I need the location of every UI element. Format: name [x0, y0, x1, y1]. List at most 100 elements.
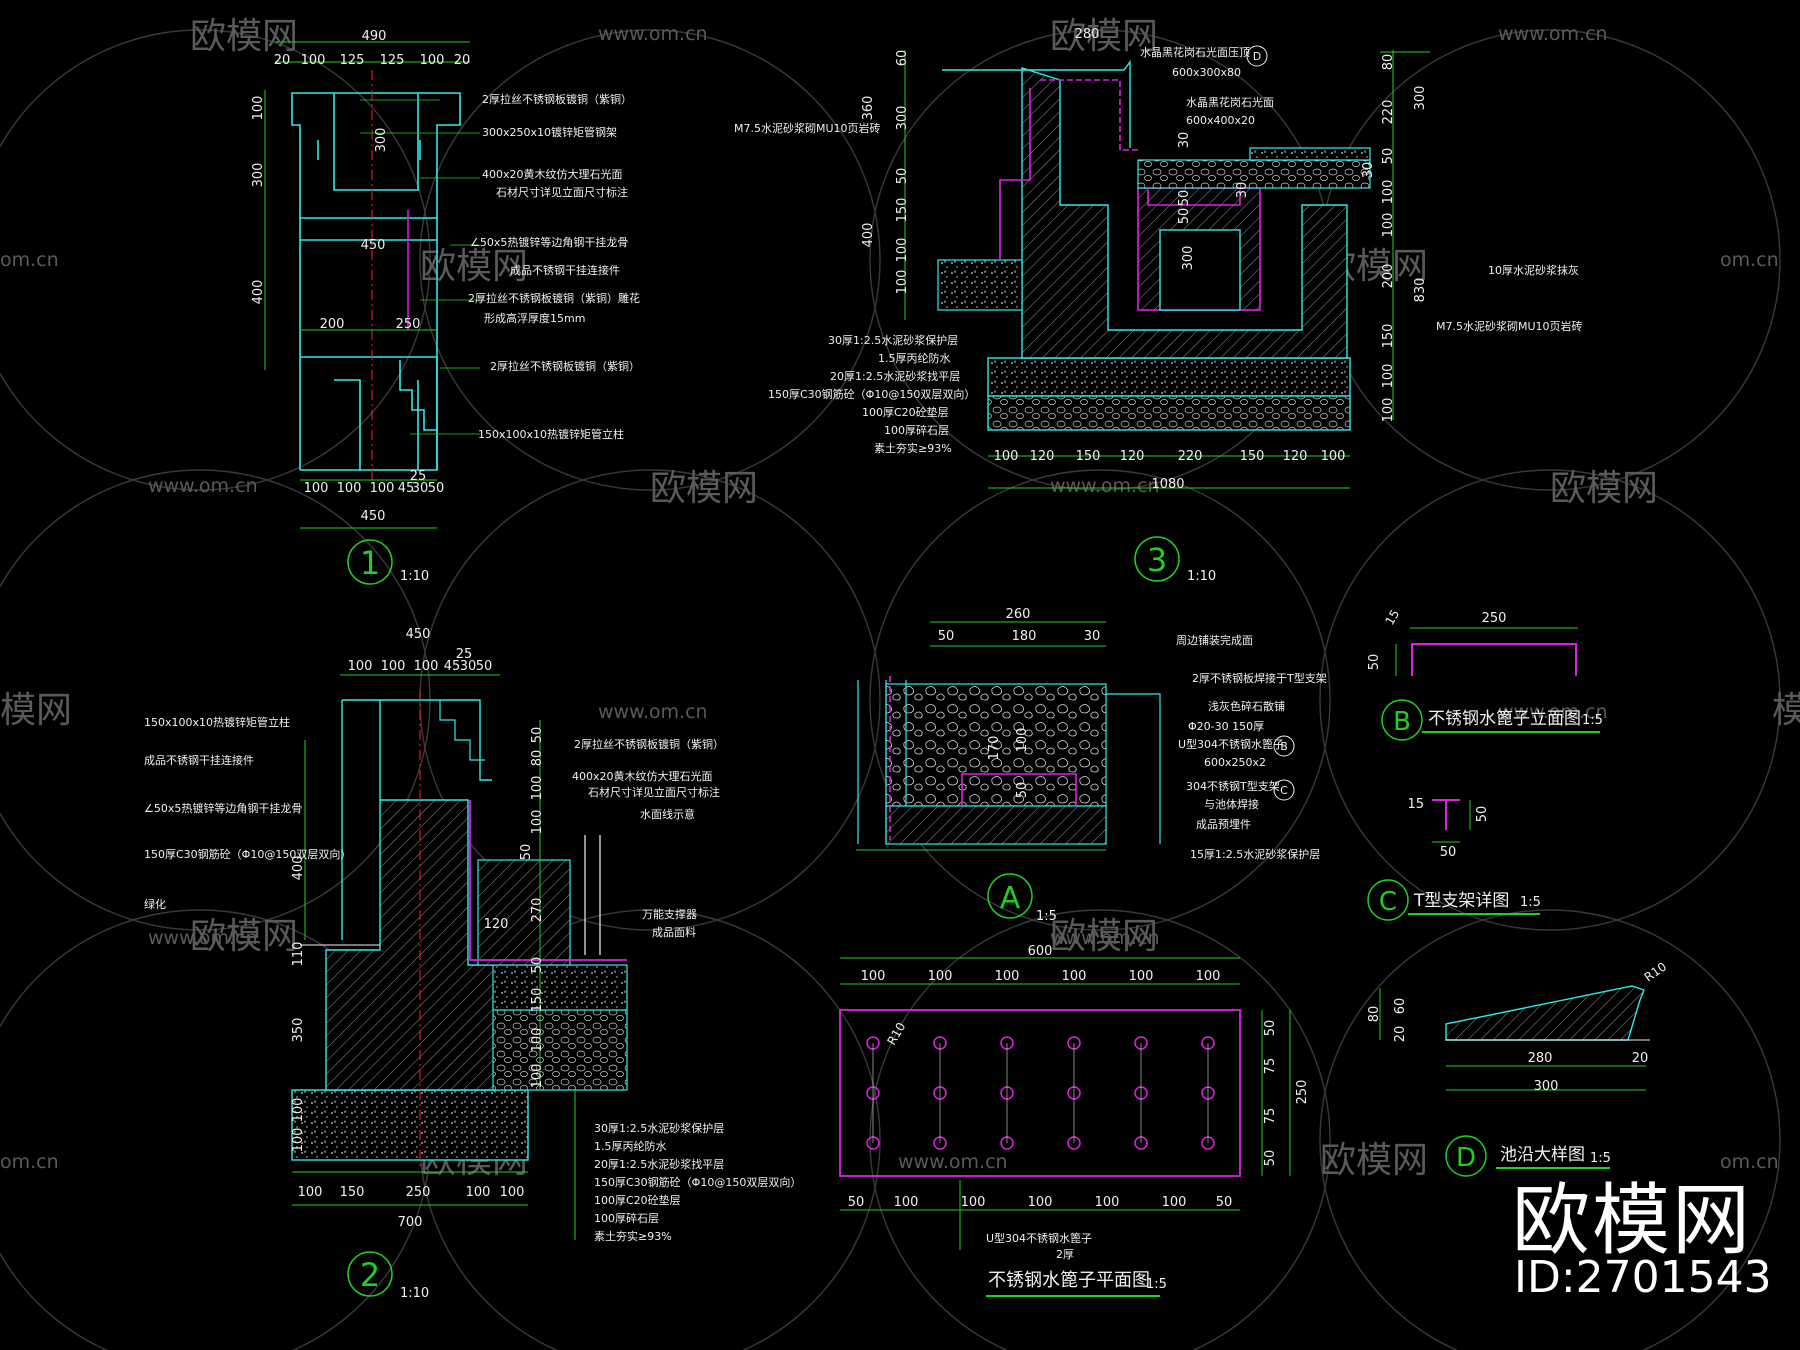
d1-note: 300x250x10镀锌矩管钢架 [482, 125, 617, 139]
d1-note: 150x100x10热镀锌矩管立柱 [478, 427, 624, 441]
plan-title: 不锈钢水篦子平面图 [988, 1270, 1150, 1291]
grate-holes [866, 1036, 1215, 1150]
d1-note: ∠50x5热镀锌等边角钢干挂龙骨 [470, 235, 628, 249]
d3-note: 20厚1:2.5水泥砂浆找平层 [830, 369, 960, 383]
watermark-text: 欧模网 [190, 16, 298, 57]
d1-dim: 100 [420, 53, 445, 68]
d1-dim: 125 [340, 53, 365, 68]
brand-id-text: ID:2701543 [1514, 1252, 1772, 1303]
dA-note: 304不锈钢T型支架 [1186, 779, 1280, 793]
d3-dim: 150 [1240, 449, 1265, 464]
plan-dim: 100 [928, 969, 953, 984]
d3-dim: 100 [895, 238, 910, 263]
d3-dim: 120 [1030, 449, 1055, 464]
d2-note: 100厚C20砼垫层 [594, 1193, 681, 1207]
plan-scale: 1:5 [1146, 1277, 1167, 1292]
dA-dim: 100 [1015, 728, 1030, 753]
watermark-circle [0, 29, 431, 491]
watermark-text: 欧模网 [1550, 468, 1658, 509]
detail-d-label: D [1456, 1143, 1476, 1173]
dA-note: 周边铺装完成面 [1176, 633, 1253, 647]
watermark-circle [869, 469, 1331, 931]
d2-dim: 50 [530, 727, 545, 744]
d3-dim: 50 [895, 168, 910, 185]
plan-dim: 100 [995, 969, 1020, 984]
d3-note: M7.5水泥砂浆砌MU10页岩砖 [1436, 319, 1583, 333]
detail-1-number: 1 [360, 544, 380, 582]
dA-note: Φ20-30 150厚 [1188, 720, 1264, 733]
watermark-circle [1319, 909, 1781, 1350]
watermark-circle [1319, 469, 1781, 931]
dC-dim: 15 [1407, 797, 1424, 812]
dB-dim: 250 [1482, 611, 1507, 626]
dA-dim: 30 [1084, 629, 1101, 644]
dD-dim: 20 [1393, 1026, 1408, 1043]
d2-note: 1.5厚丙纶防水 [594, 1139, 667, 1153]
d3-dim: 300 [895, 106, 910, 131]
d1-dim: 100 [301, 53, 326, 68]
d1-note: 石材尺寸详见立面尺寸标注 [496, 185, 628, 199]
d1-dim-total: 490 [362, 29, 387, 44]
d3-note: 150厚C30钢筋砼（Φ10@150双层双向） [768, 387, 975, 401]
dA-dim: 260 [1006, 607, 1031, 622]
d3-note: 1.5厚丙纶防水 [878, 351, 951, 365]
d3-note: 100厚C20砼垫层 [862, 405, 949, 419]
d2-dim: 700 [398, 1215, 423, 1230]
detail-b-label: B [1393, 707, 1411, 737]
brand-logo-text: 欧模网 [1512, 1176, 1753, 1266]
d3-dim: 100 [1381, 398, 1396, 423]
watermark-text: om.cn [1720, 249, 1779, 271]
detail-d-marker [1445, 1135, 1487, 1177]
d3-dim: 1080 [1151, 477, 1184, 492]
d3-dim: 60 [895, 50, 910, 67]
plan-hole-radius: R10 [884, 1020, 908, 1047]
watermark-text: www.om.cn [1050, 927, 1160, 949]
d2-note: 400x20黄木纹仿大理石光面 [572, 769, 713, 783]
d2-dim: 100 [348, 659, 373, 674]
d1-note: 2厚拉丝不锈钢板镀铜（紫铜） [490, 359, 640, 373]
d1-dim: 45 [398, 481, 415, 496]
detail-3-number: 3 [1147, 541, 1167, 579]
detail-c-scale: 1:5 [1520, 895, 1541, 910]
dD-dim: 60 [1393, 998, 1408, 1015]
d3-dim: 400 [861, 223, 876, 248]
d2-dim: 25 [456, 647, 473, 662]
watermark-text: om.cn [1720, 1151, 1779, 1173]
d1-note: 2厚拉丝不锈钢板镀铜（紫铜） [482, 92, 632, 106]
dA-note: 15厚1:2.5水泥砂浆保护层 [1190, 847, 1320, 861]
dA-note: U型304不锈钢水篦子 [1178, 737, 1284, 751]
dA-note: 2厚不锈钢板焊接于T型支架 [1192, 671, 1327, 685]
d3-dim: 360 [861, 96, 876, 121]
d2-dim: 30 [460, 659, 477, 674]
dA-note: 成品预埋件 [1196, 818, 1251, 831]
d3-dim: 100 [994, 449, 1019, 464]
d2-note: 100厚碎石层 [594, 1211, 659, 1225]
plan-dim: 50 [1263, 1020, 1278, 1037]
d3-dim: 100 [895, 270, 910, 295]
plan-dim: 100 [1062, 969, 1087, 984]
d1-dim: 20 [274, 53, 291, 68]
plan-dim: 100 [1162, 1195, 1187, 1210]
dA-tag-c [1273, 779, 1295, 801]
detail-d-scale: 1:5 [1590, 1151, 1611, 1166]
dA-dim: 50 [1015, 782, 1030, 799]
dA-tag-c-label: C [1280, 784, 1288, 797]
d1-note: 成品不锈钢干挂连接件 [510, 263, 620, 277]
detail-3-scale: 1:10 [1187, 569, 1216, 584]
d3-tag-circle [1246, 45, 1268, 67]
dB-dim: 15 [1382, 607, 1402, 627]
plan-dim: 75 [1263, 1058, 1278, 1075]
d1-dim: 250 [396, 317, 421, 332]
watermark-text: 欧模网 [420, 246, 528, 287]
dA-note: 600x250x2 [1204, 756, 1266, 769]
d2-dim: 100 [530, 1028, 545, 1053]
d2-note: 20厚1:2.5水泥砂浆找平层 [594, 1157, 724, 1171]
detail-c-marker [1367, 879, 1409, 921]
detail-c-label: C [1379, 887, 1397, 917]
detail-1-scale: 1:10 [400, 569, 429, 584]
d2-note: 绿化 [144, 897, 166, 911]
dA-note: 浅灰色碎石散铺 [1208, 699, 1285, 713]
d2-note: ∠50x5热镀锌等边角钢干挂龙骨 [144, 801, 302, 815]
d2-note: 成品不锈钢干挂连接件 [144, 753, 254, 767]
